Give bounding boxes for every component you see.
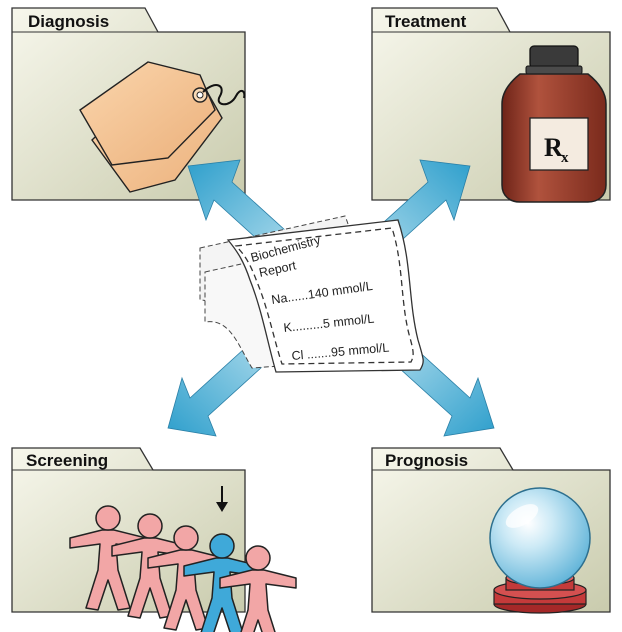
diagnosis-label: Diagnosis [28,12,109,31]
rx-label: R [544,133,563,162]
prognosis-label: Prognosis [385,451,468,470]
rx-subscript: x [561,150,569,166]
biochemistry-report: Biochemistry Report Na......140 mmol/L K… [199,215,424,373]
prescription-bottle-icon: R x [501,45,607,203]
screening-folder: Screening [11,447,246,613]
crystal-ball-icon [489,487,591,614]
treatment-label: Treatment [385,12,467,31]
screening-label: Screening [26,451,108,470]
luggage-tags-icon [79,61,246,193]
down-arrow-icon [216,486,228,512]
screening-people-group [69,505,297,632]
person-figure [219,545,297,632]
